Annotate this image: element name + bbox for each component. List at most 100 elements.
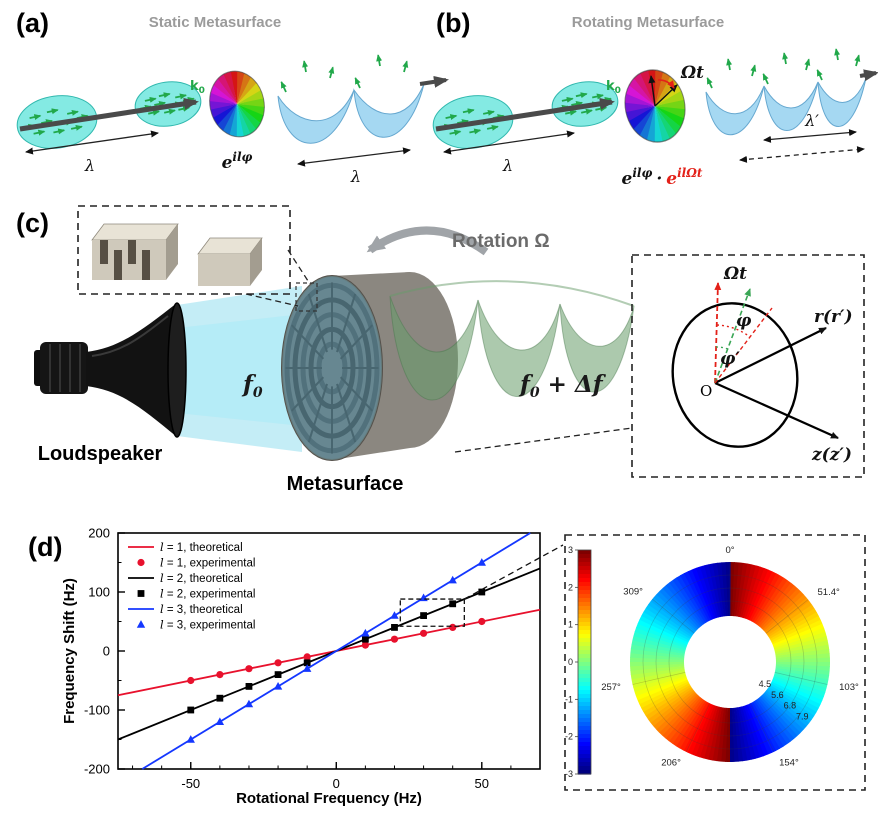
phase-map-segment <box>770 615 821 643</box>
legend-label: l = 3, theoretical <box>160 602 243 616</box>
x-tick-label: 50 <box>475 776 489 791</box>
phase-disk-slice <box>655 106 677 140</box>
phase-map-grid-circle <box>655 587 805 737</box>
colorbar-cell <box>578 558 591 563</box>
phase-map-segment <box>743 566 765 619</box>
phase-disk-slice <box>237 90 264 104</box>
unit-cell-inset <box>77 205 291 295</box>
phase-map-grid-line <box>632 672 686 685</box>
spin-arrow <box>445 114 458 120</box>
tspan-shape: l <box>160 556 164 570</box>
unit-cell-slot <box>128 240 136 264</box>
spin-arrow <box>46 108 59 115</box>
metasurface-spoke <box>291 324 325 360</box>
spin-arrow <box>148 109 160 116</box>
data-point <box>273 682 283 690</box>
phase-map-segment <box>769 612 820 642</box>
phase-map-segment <box>725 562 731 617</box>
legend-label: l = 3, experimental <box>160 618 255 632</box>
tspan-shape: l <box>160 587 164 601</box>
helix-shell <box>353 83 425 138</box>
spin-arrow <box>804 58 811 71</box>
data-point <box>390 635 399 643</box>
data-point <box>419 629 428 637</box>
tspan-shape: e <box>666 169 677 189</box>
phase-map-segment <box>753 575 785 624</box>
phase-map-segment <box>772 623 825 647</box>
z-axis-arrow <box>714 381 839 440</box>
tspan-shape: e <box>622 169 633 189</box>
data-point <box>303 653 311 661</box>
phase-map-segment <box>687 703 713 755</box>
y-tick-label: 100 <box>88 585 110 600</box>
phi-reference-line <box>714 307 773 384</box>
phase-disk-slice <box>237 104 264 124</box>
callout-line <box>454 427 633 453</box>
phase-map-segment <box>747 703 773 755</box>
spin-arrow <box>854 54 861 67</box>
phase-disk-slice <box>625 101 655 113</box>
helix-shell <box>705 85 765 136</box>
phase-disk-slice <box>639 106 655 140</box>
coordinate-inset: O r(r′) z(z′) Ωt φ φ′ <box>631 254 865 478</box>
data-point <box>216 694 224 702</box>
x-tick-label: -50 <box>181 776 200 791</box>
spin-arrow <box>816 69 823 81</box>
colorbar-tick-label: -3 <box>565 769 573 779</box>
phase-disk-slice <box>626 84 655 106</box>
phase-map-segment <box>695 705 717 758</box>
k0-label: k0 <box>190 79 205 96</box>
phase-map-segment <box>641 611 691 641</box>
helical-wavefront <box>277 75 449 144</box>
tspan-shape: ilφ <box>232 150 252 164</box>
spin-arrow <box>571 101 584 107</box>
phase-map-grid-circle <box>642 574 818 750</box>
tspan-shape: k <box>606 79 615 94</box>
spin-arrow <box>402 60 409 73</box>
chart-frame <box>117 532 541 770</box>
spin-arrow <box>29 114 42 120</box>
unit-cell-location-box <box>295 282 318 312</box>
panel-a-title: Static Metasurface <box>149 14 282 31</box>
phase-map-segment <box>765 597 810 635</box>
data-point <box>303 659 311 667</box>
colorbar-cell <box>578 694 591 699</box>
phase-disk-slice <box>655 72 671 106</box>
wave-vector-arrow <box>19 97 199 132</box>
colorbar-cell <box>578 770 591 775</box>
phase-map-segment <box>650 689 695 727</box>
data-point <box>245 683 253 690</box>
phase-disk-slice <box>237 98 265 108</box>
phase-disk-slice <box>237 104 261 130</box>
phase-map-segment <box>741 565 761 619</box>
phase-disk-slice <box>213 78 237 104</box>
tspan-shape: = 3, theoretical <box>164 604 243 616</box>
tspan-shape: 0 <box>253 385 263 401</box>
phase-disk-slice <box>640 70 655 106</box>
colorbar-cell <box>578 754 591 759</box>
unit-cell-top <box>91 223 179 241</box>
phase-map-segment <box>743 705 765 758</box>
phase-map-segment <box>767 686 815 720</box>
tspan-shape: k <box>190 79 199 94</box>
colorbar-cell <box>578 622 591 627</box>
data-point <box>137 590 145 597</box>
spin-arrow <box>750 64 757 77</box>
data-point <box>136 620 146 628</box>
loudspeaker <box>34 302 187 438</box>
wavelength-label: λ′ <box>804 111 819 130</box>
phase-disk-rim <box>624 69 686 143</box>
colorbar-cell <box>578 566 591 571</box>
colorbar-cell <box>578 618 591 623</box>
phase-map-segment <box>711 707 724 762</box>
unit-cell-inset-box <box>77 205 291 295</box>
colorbar-cell <box>578 626 591 631</box>
tspan-shape: ilφ <box>632 166 652 180</box>
colorbar-cell <box>578 550 591 555</box>
metasurface-spoke <box>339 376 373 412</box>
colorbar-cell <box>578 630 591 635</box>
spin-arrow <box>580 108 593 115</box>
unit-cell-right <box>250 238 262 286</box>
horn-mouth <box>167 302 187 438</box>
legend-label: l = 1, theoretical <box>160 540 243 554</box>
